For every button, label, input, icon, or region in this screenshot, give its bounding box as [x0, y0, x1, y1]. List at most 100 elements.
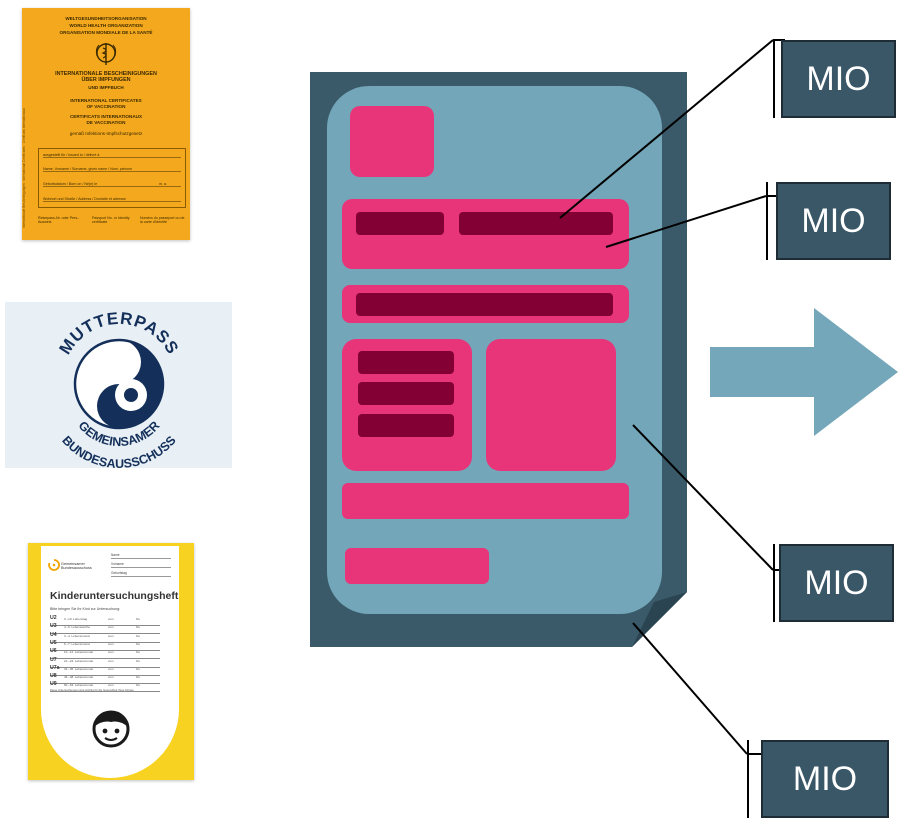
vaccination-form-row: Geburtsdatum / Born on / Né(e) le [43, 182, 181, 187]
vaccination-form-suffix: m. a. [159, 182, 167, 186]
kinder-header-line [111, 567, 171, 568]
exam-from: vom [108, 625, 114, 630]
exam-code: U2 [50, 615, 57, 621]
exam-row: U8 46.–48. Lebensmonat vom bis [50, 673, 160, 685]
kinder-header-line [111, 576, 171, 577]
kinder-note: Diese Untersuchungen sind wichtig für di… [50, 688, 134, 692]
exam-when: 46.–48. Lebensmonat [64, 675, 94, 680]
exam-row: U7 21.–24. Lebensmonat vom bis [50, 657, 160, 668]
mio-label-1: MIO [781, 40, 896, 118]
vaccination-title: OF VACCINATION [86, 104, 126, 109]
kinder-title: Kinderuntersuchungsheft [50, 590, 179, 602]
mio-bracket [766, 182, 768, 260]
image-box [486, 339, 616, 471]
exam-to: bis [136, 625, 140, 630]
exam-to: bis [136, 658, 140, 663]
exam-code: U5 [50, 639, 57, 646]
vaccination-org-line: WORLD HEALTH ORGANIZATION [69, 23, 143, 28]
field-bar-short [345, 548, 489, 584]
gba-logo-icon [48, 559, 60, 571]
list-value [358, 351, 454, 374]
mio-label-3: MIO [779, 544, 894, 622]
exam-from: vom [108, 633, 114, 638]
exam-from: vom [108, 617, 114, 621]
vaccination-title: UND IMPFBUCH [88, 85, 124, 90]
mio-label-2: MIO [776, 182, 891, 260]
exam-when: 4.–5. Lebenswoche [64, 625, 91, 630]
leader-line-1 [559, 39, 774, 219]
kinder-header-field: Geburtstag [111, 571, 127, 575]
vaccination-footer: Passport No. or Identity certificate [92, 216, 130, 225]
exam-to: bis [136, 617, 140, 621]
exam-code: U4 [50, 631, 57, 638]
who-emblem-icon [95, 43, 117, 65]
leader-line-3 [632, 424, 774, 571]
mio-label-4: MIO [761, 740, 889, 818]
exam-from: vom [108, 675, 114, 680]
exam-code: U8 [50, 673, 57, 680]
field-value-short [356, 212, 444, 235]
mio-bracket [773, 544, 775, 622]
field-value-full [356, 293, 613, 316]
list-value [358, 414, 454, 437]
vaccination-form-box: ausgestellt für / issued to / délivré à … [38, 148, 186, 208]
exam-from: vom [108, 641, 114, 646]
kinder-subtitle: Bitte bringen Sie Ihr Kind zur Untersuch… [50, 607, 121, 611]
vaccination-form-row: Name, Vorname / Surname, given name / No… [43, 167, 181, 172]
kinderuntersuchungsheft-image: Gemeinsamer Bundesausschuss Name Vorname… [28, 543, 194, 780]
exam-from: vom [108, 666, 114, 671]
exam-from: vom [108, 650, 114, 655]
exam-to: bis [136, 666, 140, 671]
mutterpass-logo-image: MUTTERPASS GEMEINSAMER BUNDESAUSSCHUSS [5, 302, 232, 471]
mio-bracket [747, 740, 749, 818]
kinder-brand-line: Gemeinsamer [61, 562, 85, 566]
field-bar [342, 483, 629, 519]
mio-bracket [773, 40, 775, 118]
exam-to: bis [136, 633, 140, 638]
exam-code: U9 [50, 681, 57, 688]
kinder-brand: Gemeinsamer Bundesausschuss [61, 562, 92, 571]
child-face-icon [92, 710, 130, 748]
exam-when: 60.–64. Lebensmonat [64, 683, 94, 688]
exam-when: 10.–12. Lebensmonat [64, 650, 94, 655]
exam-from: vom [108, 683, 114, 688]
exam-to: bis [136, 641, 140, 646]
exam-row: U9 60.–64. Lebensmonat vom bis [50, 681, 160, 693]
vaccination-certificate-image: Internationale Bescheinigungen · Interna… [22, 8, 190, 240]
kinder-brand-line: Bundesausschuss [61, 566, 92, 571]
vaccination-form-row: ausgestellt für / issued to / délivré à [43, 153, 181, 158]
vaccination-title: CERTIFICATS INTERNATIONAUX [69, 114, 143, 119]
vaccination-form-row: Wohnort und Straße / Address / Domicile … [43, 197, 181, 202]
list-value [358, 382, 454, 405]
vaccination-title: ÜBER IMPFUNGEN [81, 77, 131, 83]
vaccination-title: INTERNATIONALE BESCHEINIGUNGEN [55, 71, 157, 77]
vaccination-title: INTERNATIONAL CERTIFICATES [70, 98, 142, 103]
photo-placeholder [350, 106, 434, 177]
exam-when: 6.–7. Lebensmonat [64, 641, 90, 646]
leader-line-2 [605, 195, 767, 248]
exam-code: U7 [50, 656, 57, 663]
exam-row: U7a 34.–36. Lebensmonat vom bis [50, 665, 160, 676]
vaccination-title: gemäß Infektions-Impfschutzgesetz [69, 131, 143, 136]
exam-to: bis [136, 650, 140, 655]
leader-line-4 [632, 622, 748, 755]
kinder-header-field: Vorname [111, 562, 124, 566]
exam-when: 3.–4. Lebensmonat [64, 633, 90, 638]
exam-code: U7a [50, 664, 60, 671]
exam-when: 21.–24. Lebensmonat [64, 658, 94, 663]
exam-row: U5 6.–7. Lebensmonat vom bis [50, 640, 160, 651]
field-value-long [459, 212, 613, 235]
kinder-header-line [111, 558, 171, 559]
exam-to: bis [136, 675, 140, 680]
exam-to: bis [136, 683, 140, 688]
vaccination-org-line: ORGANISATION MONDIALE DE LA SANTÉ [59, 30, 153, 35]
arrow-right-icon [710, 308, 898, 436]
exam-when: 34.–36. Lebensmonat [64, 666, 94, 671]
kinder-header-field: Name [111, 553, 120, 557]
vaccination-footer: Numéro du passeport ou de la carte d'ide… [140, 216, 185, 225]
vaccination-org-line: WELTGESUNDHEITSORGANISATION [65, 16, 147, 21]
